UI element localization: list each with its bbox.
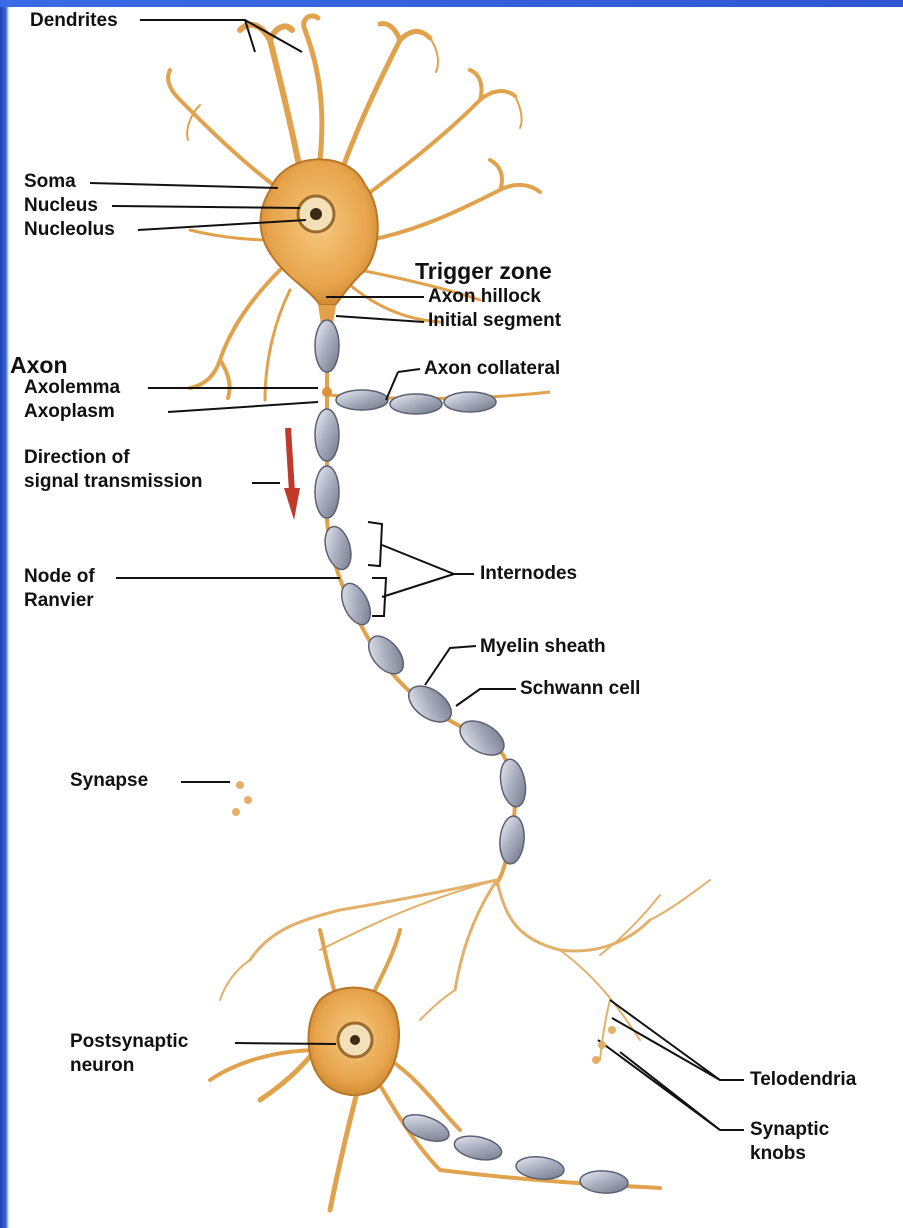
label-myelin-sheath: Myelin sheath	[480, 636, 606, 658]
direction-arrow	[284, 428, 300, 520]
label-direction-line2: signal transmission	[24, 471, 202, 493]
internode-brackets	[368, 522, 386, 616]
label-initial-segment: Initial segment	[428, 310, 561, 332]
label-synaptic-line1: Synaptic	[750, 1119, 829, 1141]
label-nucleolus: Nucleolus	[24, 219, 115, 241]
label-postsynaptic-line1: Postsynaptic	[70, 1031, 188, 1053]
nucleolus-shape	[310, 208, 322, 220]
label-axon-collateral: Axon collateral	[424, 358, 560, 380]
leader-lines	[90, 20, 744, 1130]
label-soma: Soma	[24, 171, 76, 193]
label-internodes: Internodes	[480, 563, 577, 585]
label-node-line1: Node of	[24, 566, 95, 588]
label-synapse: Synapse	[70, 770, 148, 792]
collateral-myelin	[336, 390, 496, 414]
label-trigger-zone: Trigger zone	[415, 258, 552, 284]
label-dendrites: Dendrites	[30, 10, 118, 32]
label-synaptic-line2: knobs	[750, 1143, 806, 1165]
postsynaptic-neuron	[210, 930, 660, 1210]
label-axolemma: Axolemma	[24, 377, 120, 399]
label-telodendria: Telodendria	[750, 1069, 856, 1091]
label-axoplasm: Axoplasm	[24, 401, 115, 423]
synaptic-knobs-dots	[232, 781, 616, 1064]
label-postsynaptic-line2: neuron	[70, 1055, 134, 1077]
label-node-line2: Ranvier	[24, 590, 94, 612]
label-nucleus: Nucleus	[24, 195, 98, 217]
label-schwann-cell: Schwann cell	[520, 678, 640, 700]
label-axon-hillock: Axon hillock	[428, 286, 541, 308]
label-direction-line1: Direction of	[24, 447, 130, 469]
label-axon: Axon	[10, 352, 68, 378]
